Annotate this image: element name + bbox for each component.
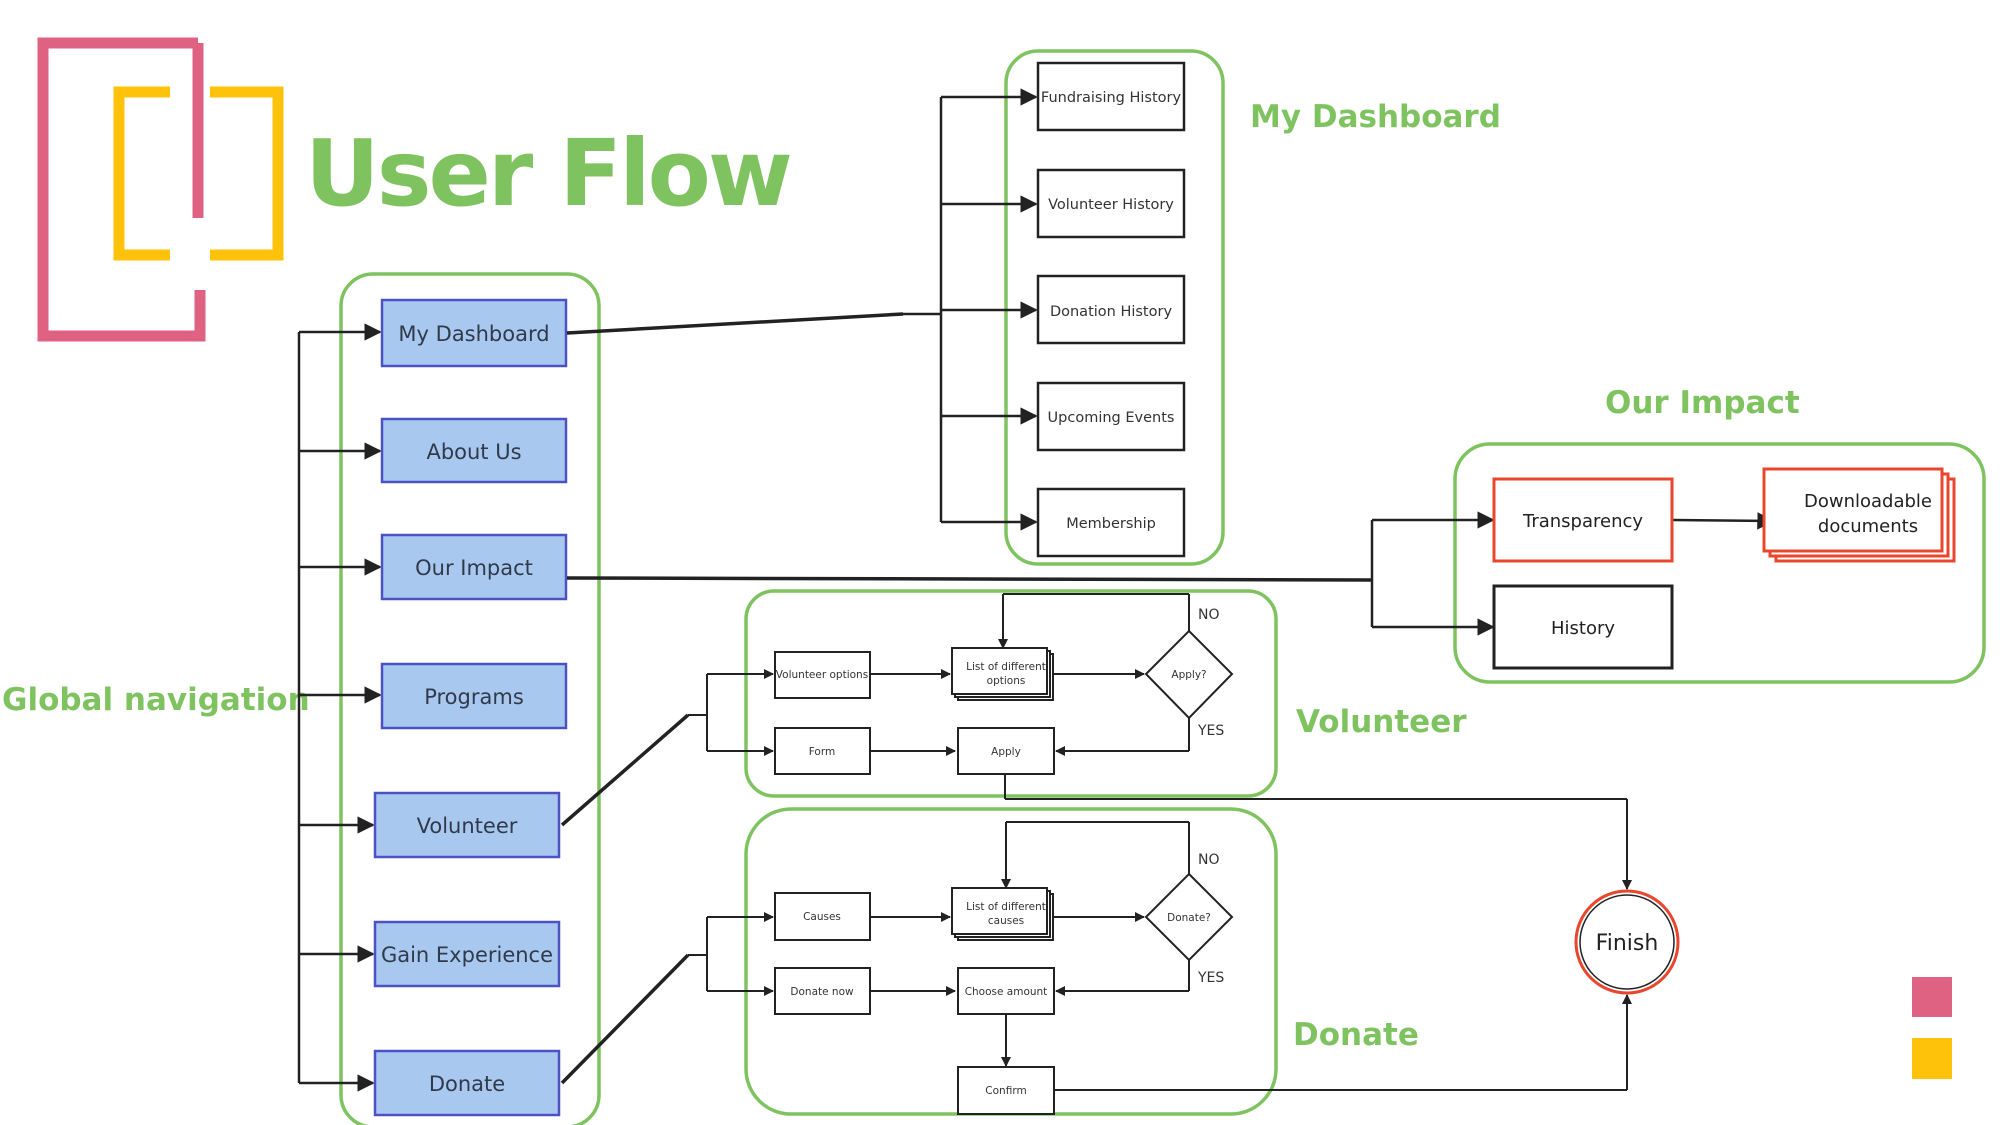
label-donate: Donate	[1293, 1017, 1419, 1053]
nav-button-our-impact[interactable]: Our Impact	[380, 533, 568, 601]
volunteer-label-decision: Apply?	[1171, 669, 1206, 681]
logo	[37, 37, 284, 342]
nav-button-about-us[interactable]: About Us	[380, 417, 568, 484]
volunteer-container	[744, 589, 1278, 798]
dashboard-item-fundraising-history[interactable]: Fundraising History	[1036, 61, 1186, 132]
nav-button-volunteer[interactable]: Volunteer	[373, 791, 561, 859]
dashboard-label-donation-history: Donation History	[1050, 304, 1173, 320]
dashboard-connectors	[566, 88, 1038, 531]
finish-label: Finish	[1596, 931, 1659, 956]
nav-label-volunteer: Volunteer	[417, 814, 518, 838]
volunteer-connectors	[560, 593, 1632, 890]
volunteer-label-list-line2: options	[987, 675, 1026, 687]
impact-label-history: History	[1551, 618, 1615, 639]
impact-label-downloadable-line1: Downloadable	[1804, 491, 1932, 512]
donate-node-donate-now[interactable]: Donate now	[774, 967, 871, 1015]
label-my-dashboard: My Dashboard	[1250, 99, 1501, 135]
page-title: User Flow	[305, 120, 790, 227]
donate-label-list-line1: List of different	[966, 901, 1046, 913]
nav-label-gain-experience: Gain Experience	[381, 943, 553, 967]
nav-button-donate[interactable]: Donate	[373, 1049, 561, 1117]
logo-pink-bracket	[37, 37, 206, 342]
logo-yellow-left	[113, 86, 170, 261]
impact-item-transparency[interactable]: Transparency	[1492, 477, 1674, 563]
impact-label-transparency: Transparency	[1522, 511, 1643, 532]
volunteer-node-apply[interactable]: Apply	[957, 727, 1055, 775]
volunteer-label-no: NO	[1198, 607, 1220, 623]
volunteer-label-apply: Apply	[991, 746, 1021, 758]
global-nav-container	[339, 272, 601, 1125]
donate-label-decision: Donate?	[1167, 912, 1211, 924]
donate-connectors	[560, 821, 1632, 1091]
nav-label-donate: Donate	[429, 1072, 505, 1096]
nav-label-our-impact: Our Impact	[415, 556, 533, 580]
donate-label-list-line2: causes	[988, 915, 1024, 927]
nav-button-gain-experience[interactable]: Gain Experience	[373, 920, 561, 988]
nav-button-programs[interactable]: Programs	[380, 662, 568, 730]
donate-label-no: NO	[1198, 852, 1220, 868]
dashboard-label-fundraising-history: Fundraising History	[1041, 90, 1182, 106]
nav-button-my-dashboard[interactable]: My Dashboard	[380, 298, 568, 368]
donate-decision[interactable]: Donate?	[1144, 872, 1234, 962]
impact-container	[1453, 442, 1986, 684]
donate-node-choose-amount[interactable]: Choose amount	[957, 967, 1055, 1015]
dashboard-label-membership: Membership	[1066, 516, 1156, 532]
donate-node-list[interactable]: List of different causes	[951, 887, 1054, 941]
logo-yellow-right	[210, 86, 284, 261]
volunteer-label-yes: YES	[1197, 723, 1224, 739]
legend-yellow-square	[1912, 1038, 1952, 1079]
nav-label-about-us: About Us	[426, 440, 521, 464]
volunteer-node-list[interactable]: List of different options	[951, 647, 1054, 701]
impact-item-history[interactable]: History	[1492, 584, 1674, 670]
global-nav-connectors	[297, 323, 382, 1092]
donate-label-confirm: Confirm	[985, 1085, 1026, 1097]
volunteer-node-options[interactable]: Volunteer options	[774, 651, 871, 699]
donate-node-causes[interactable]: Causes	[774, 892, 871, 941]
volunteer-label-options: Volunteer options	[776, 669, 868, 681]
donate-label-donate-now: Donate now	[790, 986, 854, 998]
dashboard-item-membership[interactable]: Membership	[1036, 487, 1186, 558]
donate-label-causes: Causes	[803, 911, 841, 923]
volunteer-decision-apply[interactable]: Apply?	[1144, 629, 1234, 720]
finish-node[interactable]: Finish	[1574, 889, 1680, 995]
dashboard-item-donation-history[interactable]: Donation History	[1036, 274, 1186, 345]
volunteer-label-form: Form	[809, 746, 835, 758]
donate-label-yes: YES	[1197, 970, 1224, 986]
dashboard-container	[1004, 49, 1225, 566]
donate-node-confirm[interactable]: Confirm	[957, 1066, 1055, 1115]
impact-item-downloadable-documents[interactable]: Downloadable documents	[1762, 467, 1956, 563]
impact-label-downloadable-line2: documents	[1818, 516, 1918, 537]
legend-pink-square	[1912, 977, 1952, 1017]
dashboard-item-volunteer-history[interactable]: Volunteer History	[1036, 168, 1186, 239]
dashboard-item-upcoming-events[interactable]: Upcoming Events	[1036, 381, 1186, 452]
volunteer-node-form[interactable]: Form	[774, 727, 871, 775]
nav-label-my-dashboard: My Dashboard	[398, 322, 549, 346]
label-global-navigation: Global navigation	[2, 682, 310, 718]
impact-connectors	[566, 511, 1775, 636]
donate-label-choose-amount: Choose amount	[965, 986, 1048, 998]
label-volunteer: Volunteer	[1296, 704, 1467, 740]
volunteer-label-list-line1: List of different	[966, 661, 1046, 673]
label-our-impact: Our Impact	[1605, 385, 1800, 421]
dashboard-label-upcoming-events: Upcoming Events	[1048, 410, 1175, 426]
dashboard-label-volunteer-history: Volunteer History	[1048, 197, 1174, 213]
nav-label-programs: Programs	[424, 685, 524, 709]
